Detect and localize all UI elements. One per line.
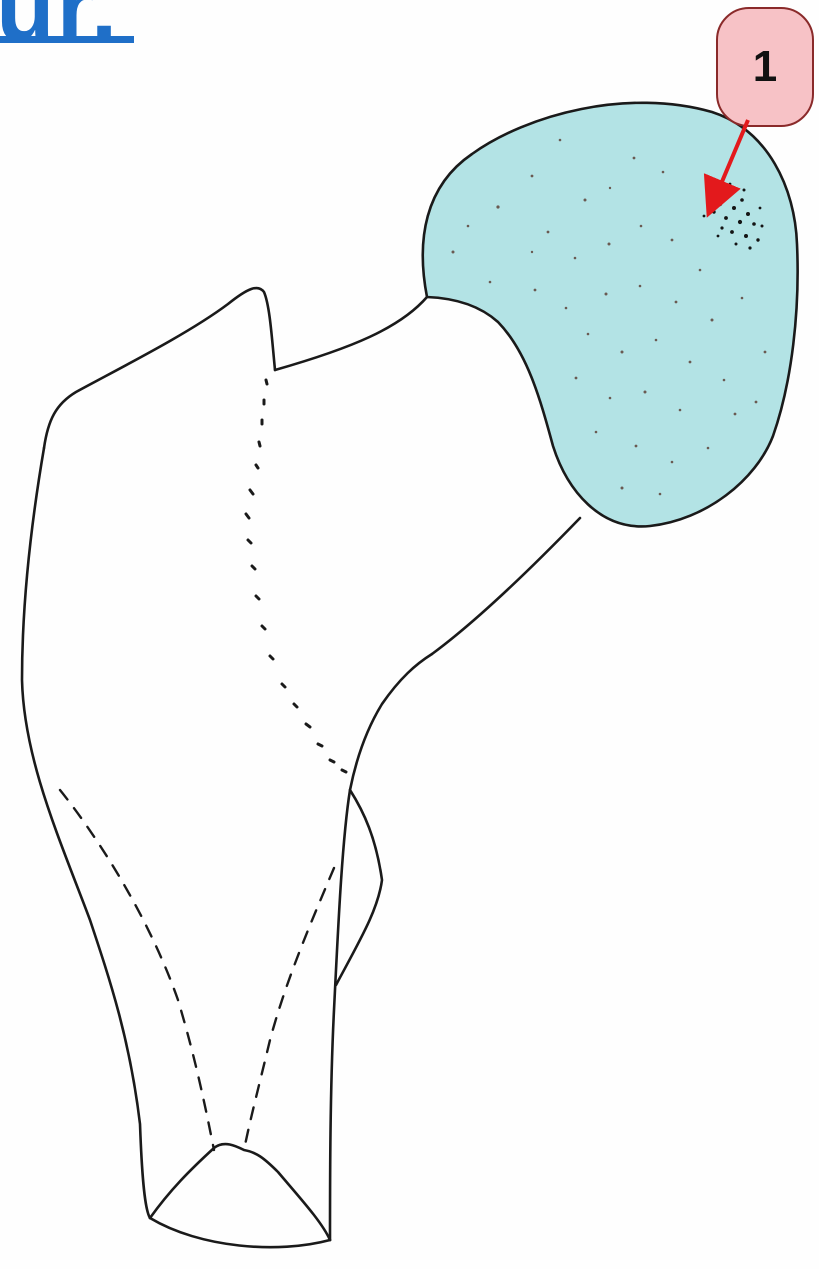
femur-outline [22,288,580,1247]
shaft-dashed-lines [60,790,334,1150]
femoral-head [423,103,798,527]
intertrochanteric-dots [246,380,346,772]
callout-bubble [717,8,813,126]
